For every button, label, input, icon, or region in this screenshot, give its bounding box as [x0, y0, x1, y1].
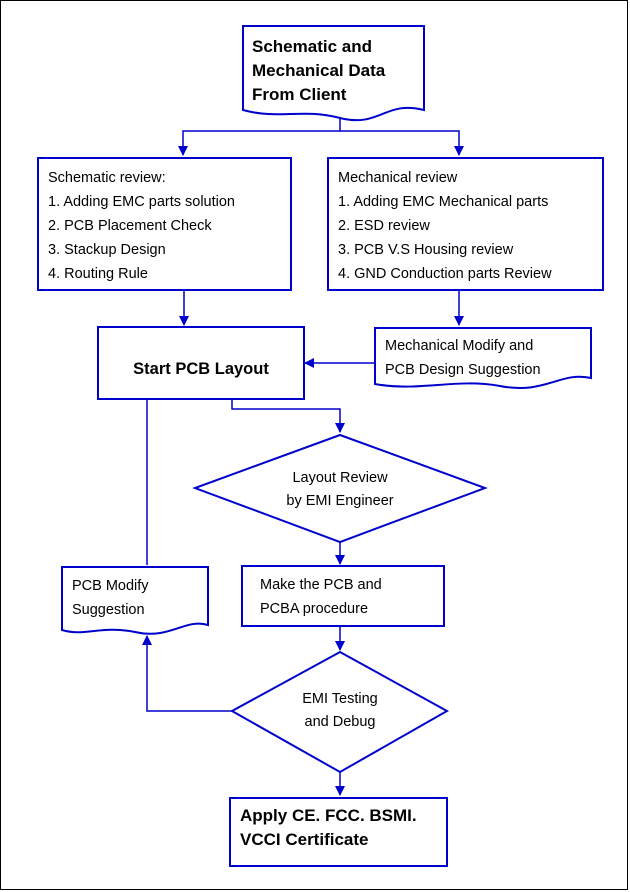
node-start-layout: Start PCB Layout: [97, 326, 305, 400]
node-mech-modify: Mechanical Modify and PCB Design Suggest…: [374, 327, 592, 390]
svg-text:Start PCB Layout: Start PCB Layout: [133, 360, 269, 378]
node-label: 1. Adding EMC Mechanical parts: [338, 194, 548, 210]
node-label: Mechanical review: [338, 170, 458, 186]
node-label: 4. GND Conduction parts Review: [338, 266, 552, 282]
svg-text:Schematic and: Schematic and: [252, 37, 372, 56]
node-label: Apply CE. FCC. BSMI.: [240, 806, 417, 825]
node-certificate: Apply CE. FCC. BSMI. VCCI Certificate: [229, 797, 448, 867]
node-label: 3. Stackup Design: [48, 242, 166, 258]
svg-text:From Client: From Client: [252, 85, 347, 104]
edge-start-to-layout-review: [231, 399, 345, 433]
svg-text:Suggestion: Suggestion: [72, 602, 145, 618]
edge-client-to-mechanical: [340, 130, 464, 156]
node-label: 2. PCB Placement Check: [48, 218, 212, 234]
node-schematic-review: Schematic review: 1. Adding EMC parts so…: [37, 157, 292, 291]
node-label: From Client: [252, 85, 347, 104]
node-make-pcb: Make the PCB and PCBA procedure: [241, 565, 445, 627]
node-label: Suggestion: [72, 602, 145, 618]
svg-text:Make the PCB and: Make the PCB and: [260, 577, 382, 593]
node-label: 1. Adding EMC parts solution: [48, 194, 235, 210]
svg-text:Layout Review: Layout Review: [292, 470, 388, 486]
svg-text:PCB Modify: PCB Modify: [72, 578, 149, 594]
node-label: 2. ESD review: [338, 218, 430, 234]
svg-text:VCCI Certificate: VCCI Certificate: [240, 830, 368, 849]
node-label: and Debug: [305, 714, 376, 730]
node-label: Start PCB Layout: [133, 360, 269, 378]
node-pcb-modify: PCB Modify Suggestion: [61, 566, 209, 635]
node-label: 4. Routing Rule: [48, 266, 148, 282]
node-label: EMI Testing: [302, 691, 378, 707]
svg-text:EMI Testing: EMI Testing: [302, 691, 378, 707]
svg-text:Schematic review:: Schematic review:: [48, 170, 166, 186]
node-mechanical-review: Mechanical review 1. Adding EMC Mechanic…: [327, 157, 604, 291]
svg-text:PCB Design Suggestion: PCB Design Suggestion: [385, 362, 541, 378]
node-emi-testing: EMI Testing and Debug: [229, 650, 450, 774]
edge-emi-to-pcb-modify: [142, 635, 232, 712]
svg-text:2. ESD review: 2. ESD review: [338, 218, 430, 234]
svg-text:4. Routing Rule: 4. Routing Rule: [48, 266, 148, 282]
svg-text:Mechanical Modify and: Mechanical Modify and: [385, 338, 533, 354]
svg-text:Apply CE. FCC. BSMI.: Apply CE. FCC. BSMI.: [240, 806, 417, 825]
connectors: [142, 118, 464, 796]
node-label: PCBA procedure: [260, 601, 368, 617]
node-label: VCCI Certificate: [240, 830, 368, 849]
node-label: Schematic and: [252, 37, 372, 56]
svg-text:PCBA procedure: PCBA procedure: [260, 601, 368, 617]
svg-text:2. PCB Placement Check: 2. PCB Placement Check: [48, 218, 212, 234]
node-label: Make the PCB and: [260, 577, 382, 593]
node-label: 3. PCB V.S Housing review: [338, 242, 514, 258]
node-label: Layout Review: [292, 470, 388, 486]
node-layout-review: Layout Review by EMI Engineer: [192, 433, 488, 544]
svg-text:Mechanical Data: Mechanical Data: [252, 61, 386, 80]
svg-text:1. Adding EMC parts solution: 1. Adding EMC parts solution: [48, 194, 235, 210]
svg-text:Mechanical review: Mechanical review: [338, 170, 458, 186]
svg-text:1. Adding EMC Mechanical parts: 1. Adding EMC Mechanical parts: [338, 194, 548, 210]
node-label: Mechanical Data: [252, 61, 386, 80]
svg-text:4. GND Conduction parts Review: 4. GND Conduction parts Review: [338, 266, 552, 282]
edge-client-to-schematic: [178, 118, 341, 156]
svg-text:3. Stackup Design: 3. Stackup Design: [48, 242, 166, 258]
node-label: Mechanical Modify and: [385, 338, 533, 354]
node-label: Schematic review:: [48, 170, 166, 186]
svg-text:by EMI Engineer: by EMI Engineer: [286, 493, 393, 509]
node-client-data: Schematic and Mechanical Data From Clien…: [242, 25, 425, 122]
svg-text:3. PCB V.S Housing review: 3. PCB V.S Housing review: [338, 242, 514, 258]
svg-text:and Debug: and Debug: [305, 714, 376, 730]
node-label: by EMI Engineer: [286, 493, 393, 509]
node-label: PCB Modify: [72, 578, 149, 594]
node-label: PCB Design Suggestion: [385, 362, 541, 378]
